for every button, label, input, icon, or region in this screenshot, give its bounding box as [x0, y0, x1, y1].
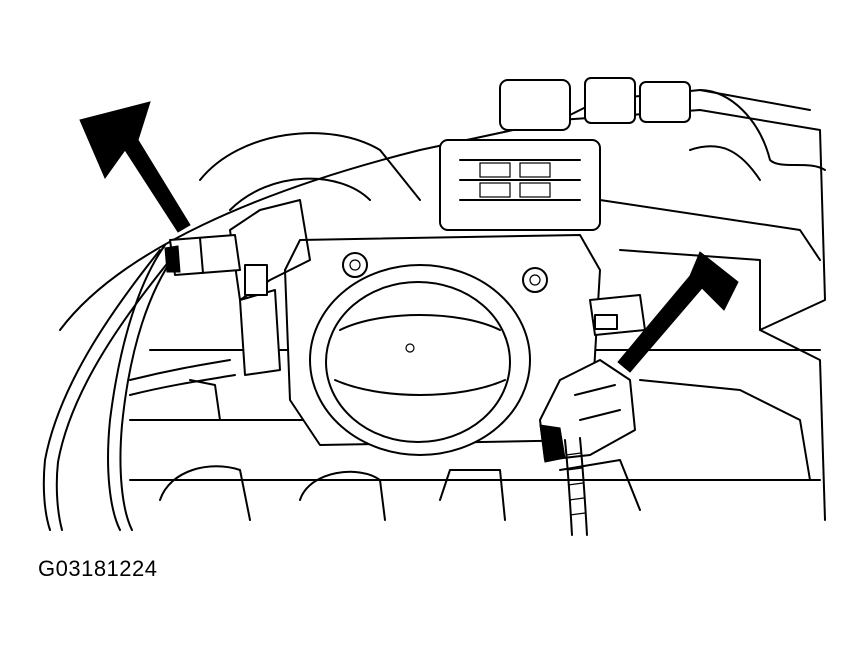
figure-label: G03181224 [38, 556, 158, 581]
callout-arrow-icon [79, 101, 191, 233]
left-wiring-harness [42, 199, 311, 531]
left-connector [164, 234, 241, 276]
throttle-body-diagram [42, 77, 826, 536]
callout-arrow-icon [617, 251, 739, 373]
right-connector [539, 359, 636, 463]
right-wiring-harness [564, 437, 588, 536]
throttle-body [284, 139, 646, 456]
engine-background [59, 77, 826, 521]
